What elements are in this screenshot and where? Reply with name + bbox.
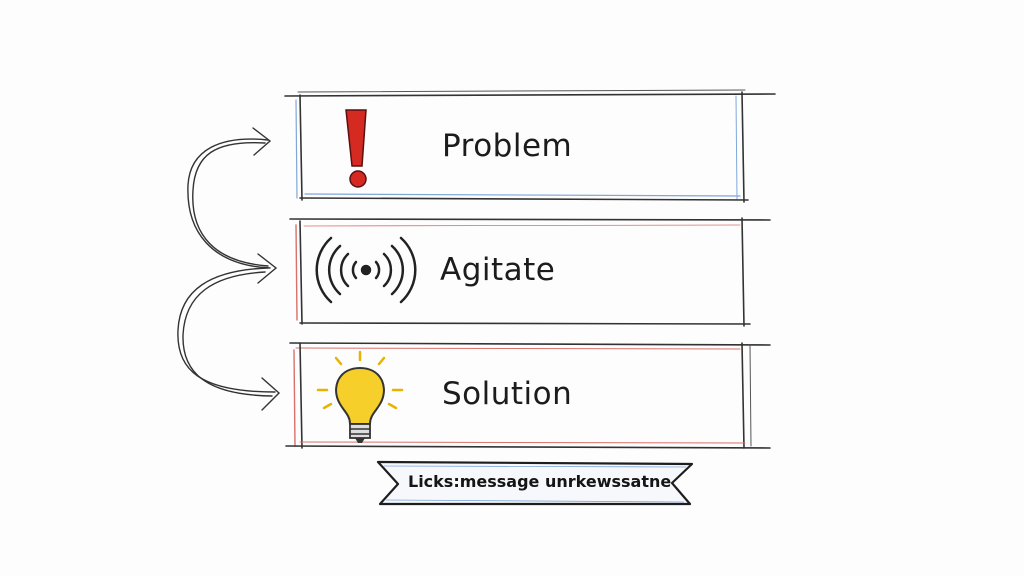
stage-box-agitate (289, 217, 771, 327)
stage-label-agitate: Agitate (440, 252, 556, 288)
arrowhead-solution (261, 377, 281, 411)
exclamation-icon (345, 109, 367, 188)
stage-box-problem (284, 89, 776, 203)
sound-waves-icon (315, 236, 417, 304)
arrowhead-problem (252, 127, 272, 156)
stage-label-problem: Problem (442, 128, 573, 164)
lightbulb-icon (316, 350, 404, 443)
stage-label-solution: Solution (442, 376, 573, 412)
stage-box-solution (285, 342, 771, 449)
arrowhead-agitate (257, 253, 278, 284)
banner-text: Licks:message unrkewssatne (408, 472, 672, 491)
flow-arrows (177, 127, 281, 411)
message-banner (376, 460, 694, 506)
